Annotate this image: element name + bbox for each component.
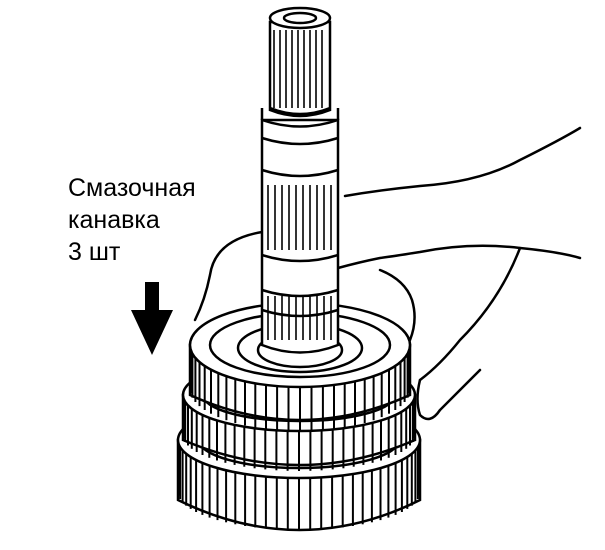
lubrication-groove-label: Смазочная канавка 3 шт	[68, 172, 196, 268]
main-shaft	[260, 6, 340, 354]
callout-line-3: 3 шт	[68, 238, 121, 266]
callout-line-2: канавка	[68, 206, 160, 234]
callout-line-1: Смазочная	[68, 174, 196, 202]
hand-outline	[193, 126, 582, 421]
gear-stack	[176, 301, 422, 532]
arrow-down-icon	[131, 282, 173, 355]
